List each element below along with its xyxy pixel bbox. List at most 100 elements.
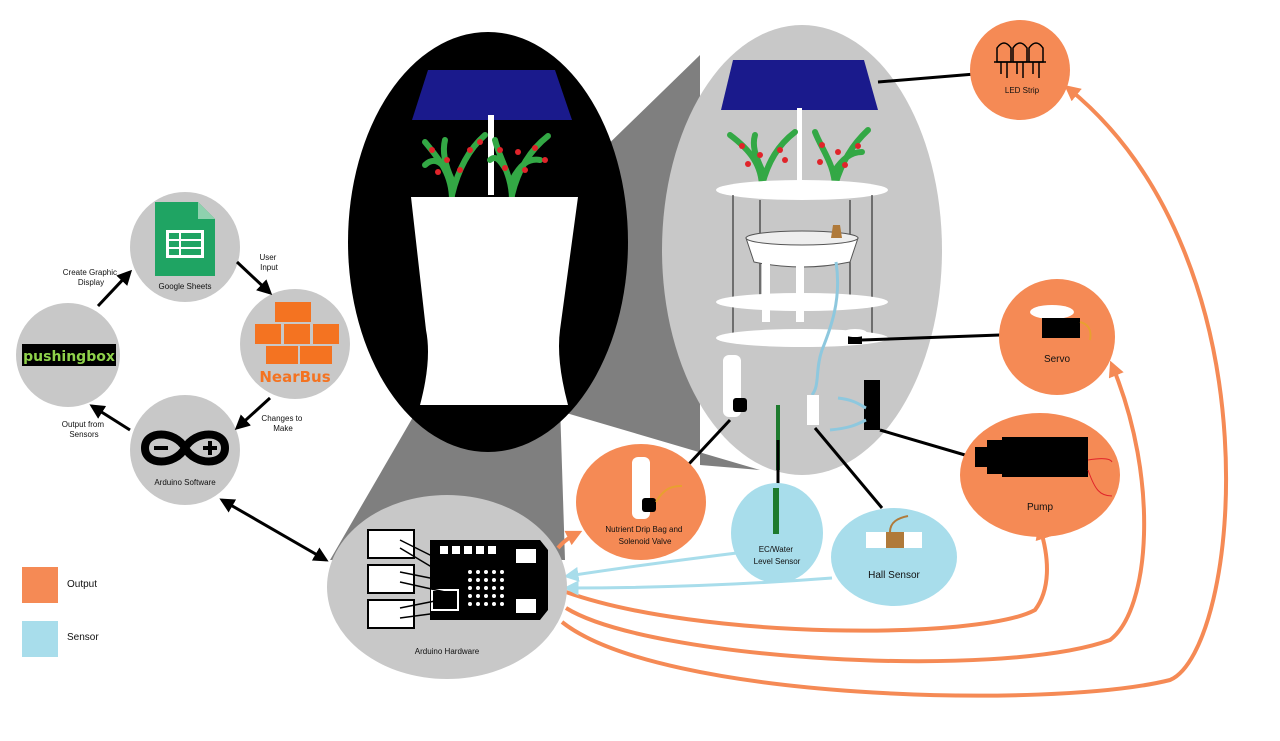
edge-label-changes-line1: Changes to [261, 414, 302, 423]
servo-label: Servo [1044, 354, 1071, 365]
planter-pot [411, 197, 578, 405]
interior-reservoir [745, 237, 859, 268]
servo-node: Servo [999, 279, 1115, 395]
interior-dripper [831, 225, 842, 238]
arrow-from-hall-sensor [563, 576, 833, 596]
arrow-arduino-to-pushingbox [89, 404, 131, 432]
ec-sensor-node: EC/Water Level Sensor [731, 483, 823, 583]
interior-servo [848, 334, 862, 344]
connector-lines [686, 72, 1001, 509]
drip-bag-label-line1: Nutrient Drip Bag and [605, 525, 682, 534]
interior-top-disc [716, 180, 888, 200]
pump-node: Pump [960, 413, 1120, 537]
led-strip-node: LED Strip [970, 20, 1070, 120]
planter-interior [662, 25, 942, 475]
ec-sensor-label-line1: EC/Water [759, 545, 794, 554]
google-sheets-label: Google Sheets [159, 282, 212, 291]
interior-ec-sensor [776, 405, 780, 470]
arrow-pushingbox-to-sheets [96, 269, 133, 308]
arduino-software-node: Arduino Software [130, 395, 240, 505]
drip-bag-node: Nutrient Drip Bag and Solenoid Valve [576, 444, 706, 560]
arrow-sheets-to-nearbus [235, 260, 273, 296]
interior-hall-sensor [807, 395, 819, 425]
breadboard-bottom [367, 599, 415, 629]
nearbus-logo-icon [255, 302, 339, 364]
arrow-from-ec-sensor [563, 550, 746, 582]
edge-label-output-line1: Output from [62, 420, 105, 429]
led-connector [877, 72, 976, 84]
nearbus-label: NearBus [259, 368, 330, 386]
ec-sensor-label: EC/Water Level Sensor [754, 545, 801, 566]
arrow-arduino-sw-to-hw [219, 498, 329, 562]
hall-sensor-icon [866, 515, 922, 548]
drip-bag-label-line2: Solenoid Valve [619, 537, 672, 546]
edge-label-output-from-sensors: Output from Sensors [62, 420, 106, 439]
interior-fruits [739, 142, 861, 168]
sensor-arrows [563, 550, 833, 596]
arrow-to-pump [565, 523, 1051, 633]
arrow-to-drip-bag [556, 530, 583, 550]
software-loop: Google Sheets NearBus Ar [16, 192, 350, 562]
interior-servo-disc [843, 329, 867, 337]
nearbus-node: NearBus [240, 289, 350, 399]
arduino-software-label: Arduino Software [154, 478, 216, 487]
legend-output-label: Output [67, 579, 97, 590]
hall-sensor-node: Hall Sensor [831, 508, 957, 606]
planter-overview [348, 32, 628, 452]
drip-bag-label: Nutrient Drip Bag and Solenoid Valve [605, 525, 684, 546]
hall-sensor-label: Hall Sensor [868, 570, 920, 581]
pushingbox-logo-icon [22, 344, 116, 366]
breadboard-middle [367, 564, 415, 594]
arduino-board-icon [367, 529, 548, 629]
led-strip-circle [970, 20, 1070, 120]
hall-connector [813, 427, 884, 509]
interior-pump-tube [829, 396, 867, 432]
arrow-to-led [560, 84, 1228, 698]
edge-label-output-line2: Sensors [69, 430, 98, 439]
ec-sensor-label-line2: Level Sensor [754, 557, 801, 566]
interior-water-tube [810, 261, 840, 396]
legend: Output Sensor [22, 567, 99, 657]
loop-arrows [89, 260, 329, 562]
interior-tube-column-left [762, 262, 770, 322]
arrow-to-servo [564, 360, 1147, 664]
interior-pump [864, 380, 880, 430]
ec-sensor-probe-icon [773, 488, 779, 534]
interior-tube-column-right [796, 262, 804, 322]
drip-bag-wire [655, 485, 683, 503]
edge-label-create-graphic: Create Graphic Display [63, 268, 119, 287]
interior-middle-disc [716, 293, 888, 311]
edge-label-changes-to-make: Changes to Make [261, 414, 304, 433]
planter-lamp [412, 70, 572, 120]
arduino-hardware-node: Arduino Hardware [327, 495, 567, 679]
interior-lamp [721, 60, 878, 110]
pump-icon [975, 437, 1113, 497]
legend-sensor-label: Sensor [67, 632, 99, 643]
solenoid-valve-icon [642, 498, 656, 512]
interior-lamp-pole [797, 108, 802, 188]
pushingbox-logo-label: pushingbox [23, 349, 115, 365]
edge-label-create-line1: Create Graphic [63, 268, 117, 277]
edge-label-create-line2: Display [78, 278, 104, 287]
edge-label-changes-line2: Make [273, 424, 293, 433]
planter-fruits [429, 139, 548, 175]
legend-sensor-swatch [22, 621, 58, 657]
servo-icon [1030, 305, 1092, 341]
led-icon [994, 42, 1046, 78]
drip-connector [686, 418, 732, 467]
legend-output-swatch [22, 567, 58, 603]
servo-connector [861, 333, 1001, 342]
edge-label-user-input-line1: User [259, 253, 276, 262]
pump-connector [879, 428, 966, 457]
arduino-infinity-icon [140, 430, 230, 466]
interior-reservoir-rim [745, 230, 859, 246]
pump-label: Pump [1027, 502, 1054, 513]
interior-valve [733, 398, 747, 412]
led-strip-label: LED Strip [1005, 86, 1040, 95]
hall-sensor-circle [831, 508, 957, 606]
output-arrows [556, 84, 1228, 698]
planter-lamp-pole [488, 115, 494, 195]
arduino-hardware-label: Arduino Hardware [415, 647, 480, 656]
pushingbox-node: pushingbox [16, 303, 120, 407]
